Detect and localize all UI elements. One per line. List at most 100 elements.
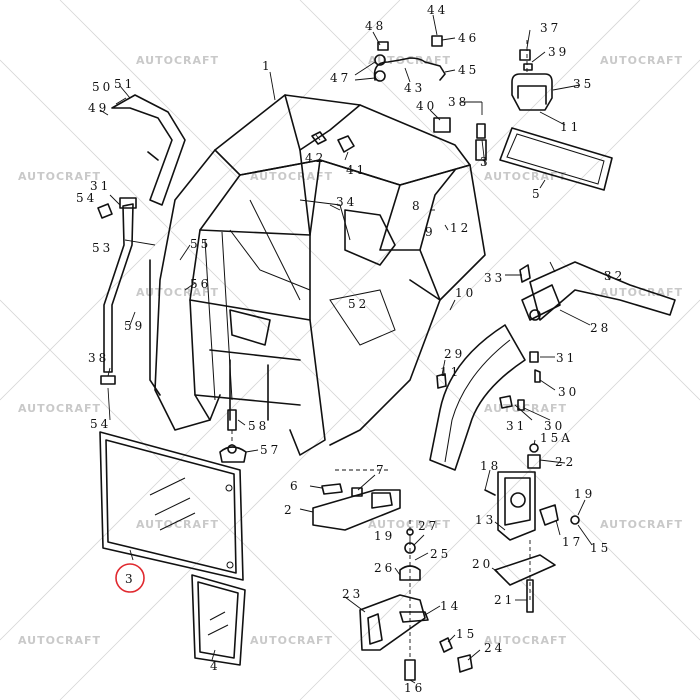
callout-39: 39 [548, 45, 569, 59]
side-handrail [111, 94, 186, 206]
callout-17: 17 [562, 535, 583, 549]
callout-31b: 31 [556, 351, 577, 365]
callout-54: 54 [76, 191, 97, 205]
callout-57: 57 [260, 443, 281, 457]
callout-55: 55 [190, 237, 211, 251]
callout-12: 12 [450, 221, 471, 235]
callout-2: 2 [284, 503, 295, 517]
callout-23: 23 [342, 587, 363, 601]
callout-54b: 54 [90, 417, 111, 431]
callout-42: 42 [305, 151, 326, 165]
rear-top-bracket [511, 40, 553, 111]
lower-mount-bracket [219, 409, 247, 463]
callout-48: 48 [365, 19, 386, 33]
callout-10: 10 [455, 286, 476, 300]
callout-41: 41 [346, 163, 367, 177]
callout-46: 46 [458, 31, 479, 45]
callout-9: 9 [425, 225, 436, 239]
callout-43: 43 [404, 81, 425, 95]
cab-frame [149, 94, 486, 456]
callout-8: 8 [412, 199, 423, 213]
callout-labels: 48 44 46 47 45 43 37 39 35 11 50 51 49 1… [76, 3, 625, 695]
callout-53: 53 [92, 241, 113, 255]
callout-56: 56 [190, 277, 211, 291]
rear-small-parts [311, 117, 487, 161]
watermark-text: AUTOCRAFT [18, 402, 101, 415]
watermark-text: AUTOCRAFT [250, 170, 333, 183]
watermark-text: AUTOCRAFT [250, 634, 333, 647]
front-mount-assembly [359, 520, 473, 681]
watermark-text: AUTOCRAFT [136, 54, 219, 67]
callout-31c: 31 [506, 419, 527, 433]
callout-59: 59 [124, 319, 145, 333]
watermark-text: AUTOCRAFT [484, 634, 567, 647]
callout-6: 6 [290, 479, 301, 493]
watermark-text: AUTOCRAFT [600, 518, 683, 531]
callout-32: 32 [604, 269, 625, 283]
callout-22: 22 [555, 455, 576, 469]
callout-15: 15 [590, 541, 611, 555]
callout-21: 21 [494, 593, 515, 607]
callout-44: 44 [427, 3, 448, 17]
callout-51: 51 [114, 77, 135, 91]
callout-28: 28 [590, 321, 611, 335]
callout-26: 26 [374, 561, 395, 575]
callout-24: 24 [484, 641, 505, 655]
callout-27: 27 [418, 519, 439, 533]
callout-14: 14 [440, 599, 461, 613]
highlight-circle [115, 563, 145, 593]
left-handrail [97, 197, 137, 385]
right-fender [429, 261, 676, 471]
callout-15A: 15A [540, 431, 573, 445]
callout-15b: 15 [456, 627, 477, 641]
callout-7: 7 [376, 463, 387, 477]
callout-49: 49 [88, 101, 109, 115]
callout-40: 40 [416, 99, 437, 113]
watermark-text: AUTOCRAFT [600, 54, 683, 67]
rear-mount-assembly [484, 443, 580, 613]
roof-handle-bracket [373, 35, 446, 82]
callout-30b: 30 [544, 419, 565, 433]
watermark-text: AUTOCRAFT [368, 518, 451, 531]
callout-35: 35 [573, 77, 594, 91]
door-glass-lower [191, 574, 246, 666]
callout-30: 30 [558, 385, 579, 399]
callout-19: 19 [574, 487, 595, 501]
callout-20: 20 [472, 557, 493, 571]
callout-58: 58 [248, 419, 269, 433]
door-glass-front [99, 431, 244, 581]
callout-33: 33 [484, 271, 505, 285]
callout-3: 3 [480, 155, 491, 169]
callout-11b: 11 [440, 365, 461, 379]
callout-29: 29 [444, 347, 465, 361]
callout-18: 18 [480, 459, 501, 473]
callout-31: 31 [90, 179, 111, 193]
watermark-text: AUTOCRAFT [600, 286, 683, 299]
callout-3-highlighted: 3 [125, 572, 136, 586]
callout-38: 38 [448, 95, 469, 109]
callout-34: 34 [336, 195, 357, 209]
callout-5: 5 [532, 187, 543, 201]
callout-47: 47 [330, 71, 351, 85]
callout-4: 4 [210, 659, 221, 673]
callout-38b: 38 [88, 351, 109, 365]
callout-52: 52 [348, 297, 369, 311]
callout-16: 16 [404, 681, 425, 695]
watermark-text: AUTOCRAFT [136, 286, 219, 299]
watermark-text: AUTOCRAFT [18, 170, 101, 183]
callout-50: 50 [92, 80, 113, 94]
step-bracket [312, 469, 401, 531]
callout-37: 37 [540, 21, 561, 35]
rear-window [499, 127, 613, 191]
watermark-text: AUTOCRAFT [136, 518, 219, 531]
watermarks: AUTOCRAFT AUTOCRAFT AUTOCRAFT AUTOCRAFT … [18, 54, 683, 647]
cab-interior [299, 199, 396, 346]
callout-45: 45 [458, 63, 479, 77]
callout-11: 11 [560, 120, 581, 134]
leader-lines [99, 14, 611, 684]
watermark-text: AUTOCRAFT [18, 634, 101, 647]
callout-19b: 19 [374, 529, 395, 543]
